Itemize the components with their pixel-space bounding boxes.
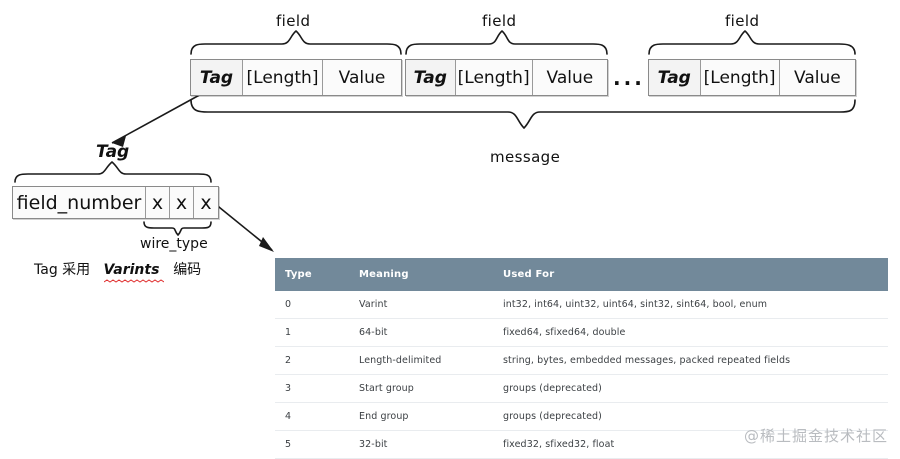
- tag-encoding-note: Tag 采用 Varints 编码: [34, 259, 202, 283]
- cell-used-for: string, bytes, embedded messages, packed…: [493, 346, 888, 375]
- field-1-tag-cell: Tag: [191, 60, 243, 95]
- cell-meaning: Start group: [349, 374, 493, 403]
- note-suffix: 编码: [173, 262, 202, 278]
- field-group-2: Tag [Length] Value: [405, 59, 608, 96]
- field-3-length-cell: [Length]: [700, 60, 780, 95]
- table-row: 4 End group groups (deprecated): [275, 402, 888, 431]
- cell-type: 4: [275, 402, 349, 431]
- note-word-before: 采用: [62, 262, 91, 278]
- cell-meaning: Varint: [349, 291, 493, 319]
- cell-meaning: 64-bit: [349, 318, 493, 347]
- wire-type-table: Type Meaning Used For 0 Varint int32, in…: [275, 258, 888, 459]
- table-header-used-for: Used For: [493, 258, 888, 291]
- field-2-length-cell: [Length]: [455, 60, 533, 95]
- cell-meaning: Length-delimited: [349, 346, 493, 375]
- cell-used-for: fixed64, sfixed64, double: [493, 318, 888, 347]
- tag-detail-box: field_number x x x: [12, 186, 219, 219]
- brace-field-3: [648, 30, 856, 55]
- table-header-row: Type Meaning Used For: [275, 258, 888, 291]
- tag-field-number-cell: field_number: [13, 187, 146, 218]
- field-ellipsis: ...: [613, 66, 645, 90]
- table-row: 0 Varint int32, int64, uint32, uint64, s…: [275, 291, 888, 319]
- brace-label-field-2: field: [482, 12, 517, 30]
- cell-type: 2: [275, 346, 349, 375]
- brace-label-message: message: [490, 148, 561, 166]
- cell-type: 5: [275, 430, 349, 459]
- cell-type: 3: [275, 374, 349, 403]
- tag-wiretype-bit-1: x: [170, 187, 194, 218]
- cell-type: 1: [275, 318, 349, 347]
- brace-label-field-1: field: [276, 12, 311, 30]
- arrow-tag-to-detail: [111, 91, 206, 147]
- table-row: 2 Length-delimited string, bytes, embedd…: [275, 346, 888, 375]
- cell-used-for: groups (deprecated): [493, 374, 888, 403]
- brace-wire-type: [143, 221, 212, 236]
- brace-message: [190, 99, 856, 129]
- field-group-1: Tag [Length] Value: [190, 59, 402, 96]
- field-1-length-cell: [Length]: [243, 60, 323, 95]
- cell-used-for: groups (deprecated): [493, 402, 888, 431]
- brace-label-field-3: field: [725, 12, 760, 30]
- tag-wiretype-bit-0: x: [146, 187, 170, 218]
- tag-wiretype-bit-2: x: [194, 187, 218, 218]
- field-2-value-cell: Value: [532, 60, 607, 95]
- note-prefix: Tag: [34, 262, 63, 278]
- brace-field-2: [405, 30, 608, 55]
- cell-used-for: int32, int64, uint32, uint64, sint32, si…: [493, 291, 888, 319]
- watermark: @稀土掘金技术社区: [743, 427, 888, 445]
- field-2-tag-cell: Tag: [406, 60, 456, 95]
- table-body: 0 Varint int32, int64, uint32, uint64, s…: [275, 291, 888, 459]
- table-header-type: Type: [275, 258, 349, 291]
- field-3-value-cell: Value: [779, 60, 855, 95]
- spellcheck-squiggle-icon: [103, 279, 164, 283]
- field-3-tag-cell: Tag: [649, 60, 701, 95]
- table-row: 1 64-bit fixed64, sfixed64, double: [275, 318, 888, 347]
- field-group-3: Tag [Length] Value: [648, 59, 856, 96]
- table-row: 3 Start group groups (deprecated): [275, 374, 888, 403]
- brace-tag: [14, 161, 212, 183]
- note-emphasis-varints: Varints: [103, 262, 165, 283]
- table-header-meaning: Meaning: [349, 258, 493, 291]
- field-1-value-cell: Value: [323, 60, 401, 95]
- brace-field-1: [190, 30, 402, 55]
- cell-meaning: 32-bit: [349, 430, 493, 459]
- brace-label-wire-type: wire_type: [140, 236, 208, 252]
- arrow-wiretype-to-table: [213, 202, 274, 252]
- cell-meaning: End group: [349, 402, 493, 431]
- brace-label-tag: Tag: [96, 142, 130, 162]
- cell-type: 0: [275, 291, 349, 319]
